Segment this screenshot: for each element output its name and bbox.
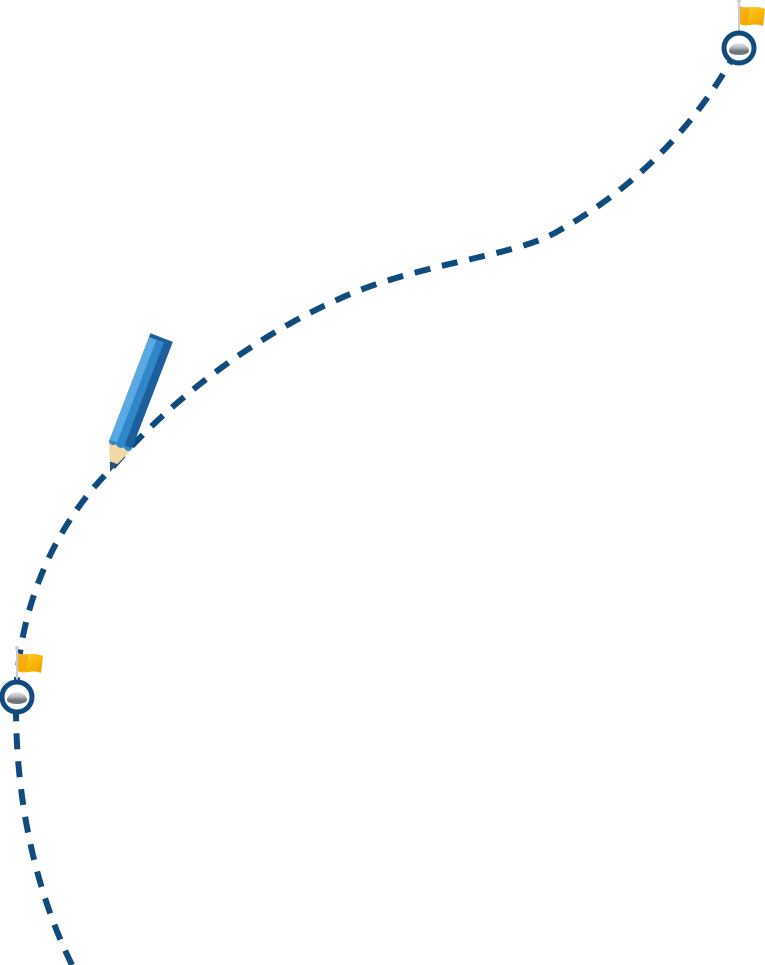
start-marker[interactable] (0, 646, 43, 715)
route-line (12, 46, 741, 965)
end-marker[interactable] (721, 0, 765, 66)
map-pin-flag-icon (721, 0, 765, 66)
map-pin-flag-icon (0, 646, 43, 715)
pencil-icon[interactable] (99, 333, 173, 476)
